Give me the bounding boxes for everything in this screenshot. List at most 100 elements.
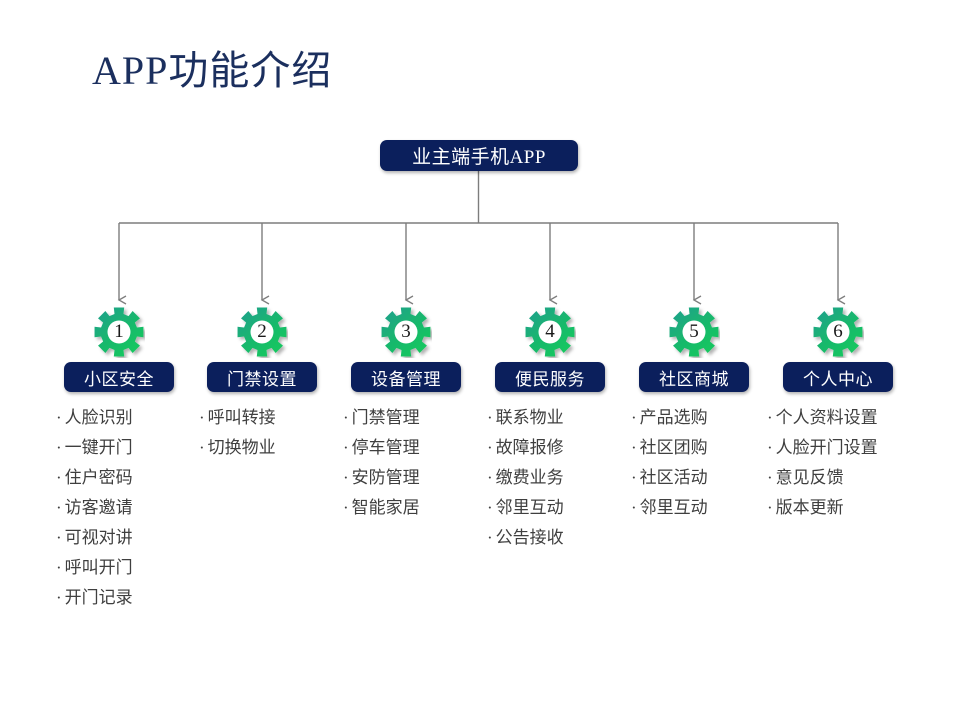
branch-list-item[interactable]: ·呼叫开门 [56, 553, 133, 583]
branch-list-item[interactable]: ·可视对讲 [56, 523, 133, 553]
branch-list-item-label: 访客邀请 [64, 498, 133, 517]
branch-list-item-label: 社区活动 [639, 468, 708, 487]
gear-icon-wrapper-4: 4 [475, 306, 625, 360]
branch-list-item[interactable]: ·切换物业 [199, 433, 276, 463]
branch-list-item-label: 呼叫转接 [207, 408, 276, 427]
branch-item-list-6: ·个人资料设置·人脸开门设置·意见反馈·版本更新 [763, 403, 913, 523]
branch-list-item-label: 邻里互动 [495, 498, 564, 517]
branch-list-item[interactable]: ·意见反馈 [767, 463, 844, 493]
branch-node-label: 便民服务 [515, 369, 585, 389]
branch-list-item[interactable]: ·缴费业务 [487, 463, 564, 493]
gear-icon: 1 [93, 306, 145, 358]
branch-node-label: 小区安全 [84, 369, 154, 389]
bullet-dot-icon: · [343, 498, 349, 517]
branch-list-item-label: 联系物业 [495, 408, 564, 427]
branch-list-item[interactable]: ·公告接收 [487, 523, 564, 553]
bullet-dot-icon: · [631, 498, 637, 517]
branch-list-item[interactable]: ·一键开门 [56, 433, 133, 463]
gear-icon-wrapper-3: 3 [331, 306, 481, 360]
gear-icon-wrapper-6: 6 [763, 306, 913, 360]
branch-list-item[interactable]: ·产品选购 [631, 403, 708, 433]
branch-list-item[interactable]: ·停车管理 [343, 433, 420, 463]
gear-icon-wrapper-5: 5 [619, 306, 769, 360]
branch-list-item-label: 产品选购 [639, 408, 708, 427]
branch-list-item-label: 公告接收 [495, 528, 564, 547]
branch-list-item-label: 版本更新 [775, 498, 844, 517]
bullet-dot-icon: · [767, 408, 773, 427]
branch-node-2[interactable]: 门禁设置 [207, 362, 317, 392]
branch-item-list-3: ·门禁管理·停车管理·安防管理·智能家居 [331, 403, 481, 523]
branch-list-item-label: 门禁管理 [351, 408, 420, 427]
branch-node-4[interactable]: 便民服务 [495, 362, 605, 392]
branch-list-item-label: 社区团购 [639, 438, 708, 457]
branch-list-item[interactable]: ·人脸开门设置 [767, 433, 878, 463]
bullet-dot-icon: · [199, 408, 205, 427]
bullet-dot-icon: · [199, 438, 205, 457]
branch-list-item[interactable]: ·社区活动 [631, 463, 708, 493]
branch-node-label: 门禁设置 [227, 369, 297, 389]
gear-icon: 4 [524, 306, 576, 358]
branch-node-3[interactable]: 设备管理 [351, 362, 461, 392]
branch-node-5[interactable]: 社区商城 [639, 362, 749, 392]
bullet-dot-icon: · [56, 558, 62, 577]
branch-list-item-label: 缴费业务 [495, 468, 564, 487]
bullet-dot-icon: · [487, 528, 493, 547]
branch-list-item[interactable]: ·开门记录 [56, 583, 133, 613]
branch-node-1[interactable]: 小区安全 [64, 362, 174, 392]
branch-list-item[interactable]: ·联系物业 [487, 403, 564, 433]
bullet-dot-icon: · [56, 528, 62, 547]
branch-list-item[interactable]: ·人脸识别 [56, 403, 133, 433]
branch-list-item-label: 人脸开门设置 [775, 438, 878, 457]
branch-list-item[interactable]: ·邻里互动 [487, 493, 564, 523]
branch-list-item-label: 住户密码 [64, 468, 133, 487]
root-node[interactable]: 业主端手机APP [380, 140, 578, 171]
gear-icon: 6 [812, 306, 864, 358]
branch-item-list-2: ·呼叫转接·切换物业 [187, 403, 337, 463]
branch-node-6[interactable]: 个人中心 [783, 362, 893, 392]
branch-list-item[interactable]: ·智能家居 [343, 493, 420, 523]
bullet-dot-icon: · [343, 408, 349, 427]
branch-list-item-label: 智能家居 [351, 498, 420, 517]
branch-item-list-5: ·产品选购·社区团购·社区活动·邻里互动 [619, 403, 769, 523]
branch-list-item[interactable]: ·安防管理 [343, 463, 420, 493]
branch-list-item-label: 邻里互动 [639, 498, 708, 517]
bullet-dot-icon: · [487, 468, 493, 487]
branch-list-item-label: 停车管理 [351, 438, 420, 457]
branch-list-item-label: 切换物业 [207, 438, 276, 457]
branch-list-item-label: 意见反馈 [775, 468, 844, 487]
bullet-dot-icon: · [56, 438, 62, 457]
branch-item-list-4: ·联系物业·故障报修·缴费业务·邻里互动·公告接收 [475, 403, 625, 553]
branch-list-item-label: 安防管理 [351, 468, 420, 487]
bullet-dot-icon: · [767, 468, 773, 487]
branch-list-item[interactable]: ·门禁管理 [343, 403, 420, 433]
branch-list-item[interactable]: ·邻里互动 [631, 493, 708, 523]
branch-list-item[interactable]: ·访客邀请 [56, 493, 133, 523]
bullet-dot-icon: · [767, 438, 773, 457]
branch-list-item[interactable]: ·社区团购 [631, 433, 708, 463]
gear-icon: 5 [668, 306, 720, 358]
branch-list-item-label: 故障报修 [495, 438, 564, 457]
branch-list-item-label: 一键开门 [64, 438, 133, 457]
branch-list-item[interactable]: ·个人资料设置 [767, 403, 878, 433]
branch-list-item[interactable]: ·版本更新 [767, 493, 844, 523]
gear-icon: 2 [236, 306, 288, 358]
branch-list-item[interactable]: ·住户密码 [56, 463, 133, 493]
bullet-dot-icon: · [631, 408, 637, 427]
bullet-dot-icon: · [343, 468, 349, 487]
bullet-dot-icon: · [631, 438, 637, 457]
bullet-dot-icon: · [487, 438, 493, 457]
branch-list-item-label: 可视对讲 [64, 528, 133, 547]
branch-list-item[interactable]: ·呼叫转接 [199, 403, 276, 433]
root-node-label: 业主端手机APP [412, 147, 546, 168]
bullet-dot-icon: · [631, 468, 637, 487]
branch-list-item[interactable]: ·故障报修 [487, 433, 564, 463]
gear-icon-wrapper-2: 2 [187, 306, 337, 360]
branch-list-item-label: 开门记录 [64, 588, 133, 607]
bullet-dot-icon: · [56, 498, 62, 517]
branch-node-label: 个人中心 [803, 369, 873, 389]
branch-list-item-label: 呼叫开门 [64, 558, 133, 577]
